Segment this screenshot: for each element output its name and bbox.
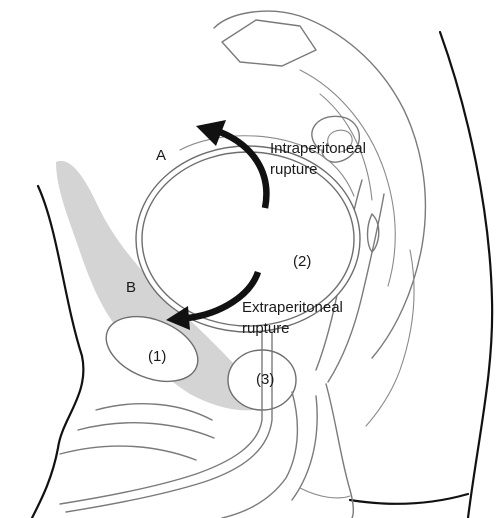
label-marker-1: (1) xyxy=(148,348,166,365)
pelvic-floor-3 xyxy=(60,446,196,460)
label-marker-3: (3) xyxy=(256,371,274,388)
label-space-a: A xyxy=(156,147,166,164)
pelvic-floor-2 xyxy=(78,423,214,438)
sacral-vertebra xyxy=(222,20,316,66)
label-intraperitoneal-line1: Intraperitoneal xyxy=(270,140,366,157)
perineal-contour-3 xyxy=(300,488,350,498)
pelvic-floor-1 xyxy=(96,404,212,420)
posterior-body-outline xyxy=(440,32,492,518)
perineum-curve xyxy=(222,392,297,518)
label-intraperitoneal-line2: rupture xyxy=(270,161,318,178)
label-extraperitoneal-line2: rupture xyxy=(242,320,290,337)
label-space-b: B xyxy=(126,279,136,296)
label-extraperitoneal-line1: Extraperitoneal xyxy=(242,299,343,316)
gluteal-outline xyxy=(350,494,468,504)
label-marker-2: (2) xyxy=(293,253,311,270)
